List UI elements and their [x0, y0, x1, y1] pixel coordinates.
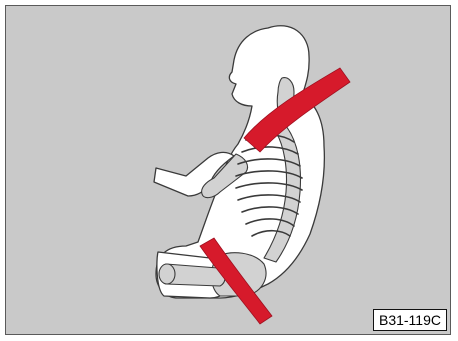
seatbelt-illustration [6, 6, 451, 335]
figure-code-label: B31-119C [373, 309, 447, 331]
knee-joint [159, 264, 175, 284]
figure-frame: B31-119C [5, 5, 451, 335]
